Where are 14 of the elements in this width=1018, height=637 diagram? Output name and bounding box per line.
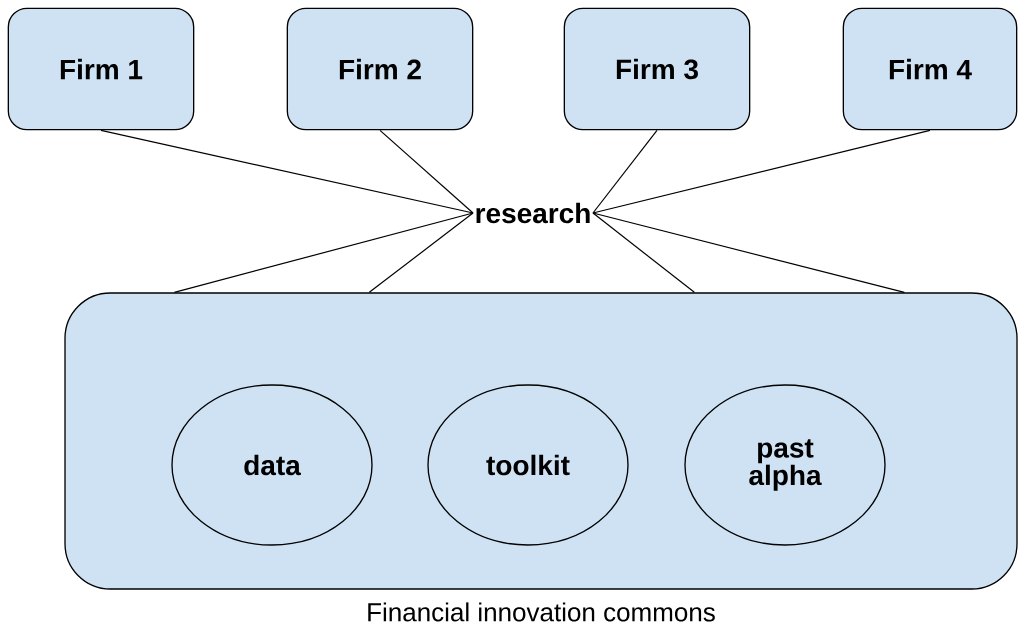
connector-line [592, 129, 931, 214]
firm-box: Firm 1 [7, 7, 195, 131]
research-label: research [476, 202, 590, 224]
firm-box: Firm 3 [563, 7, 751, 131]
node-label: Financial innovation commons [368, 602, 715, 622]
connector-line [368, 212, 474, 293]
connector-line [379, 129, 474, 214]
connector-line [592, 212, 695, 293]
connector-line [100, 129, 474, 214]
connector-line [592, 212, 905, 293]
connector-line [592, 129, 658, 214]
firm-box: Firm 2 [286, 7, 474, 131]
firm-box: Firm 4 [842, 7, 1018, 131]
connector-line [173, 212, 474, 293]
